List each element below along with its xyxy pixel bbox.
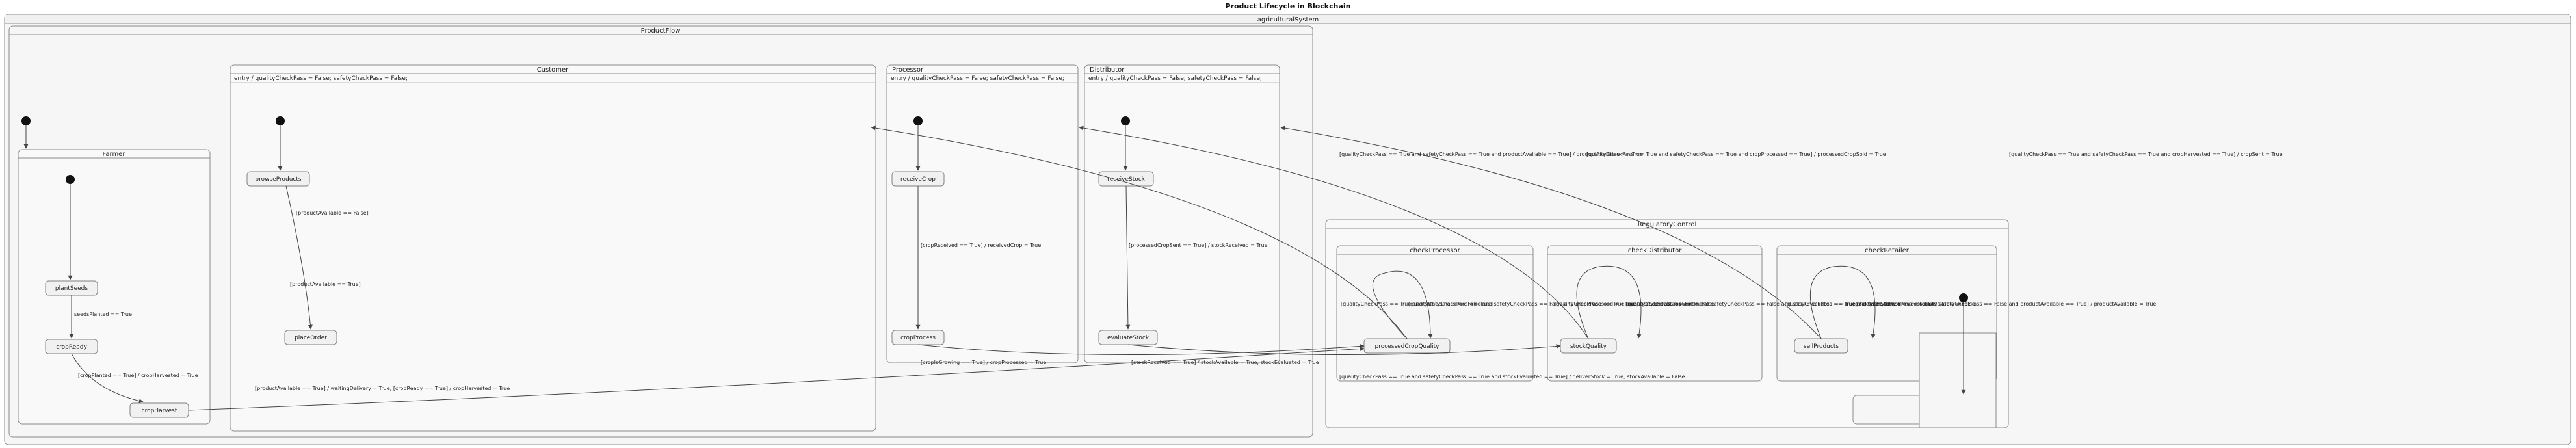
edge-cp-loop bbox=[1372, 270, 1433, 339]
composite-customer: Customer entry / qualityCheckPass = Fals… bbox=[230, 64, 876, 432]
composite-regulatory-control: RegulatoryControl checkProcessor process… bbox=[1325, 219, 2009, 428]
composite-processor-label: Processor bbox=[892, 66, 924, 73]
composite-check-distributor-label: checkDistributor bbox=[1628, 247, 1683, 254]
composite-product-flow-label: ProductFlow bbox=[641, 27, 681, 34]
edge-sell-to-retailer bbox=[1280, 125, 1822, 339]
label-cd-loop-true: [qualityCheckPass == True and safetyChec… bbox=[1554, 301, 1706, 307]
label-product-yes: [productAvailable == True] bbox=[290, 282, 361, 287]
composite-distributor: Distributor entry / qualityCheckPass = F… bbox=[1084, 64, 1280, 363]
distributor-entry-action: entry / qualityCheckPass = False; safety… bbox=[1088, 75, 1262, 82]
label-stock-received: [processedCropSent == True] / stockRecei… bbox=[1129, 243, 1268, 248]
label-harvest: [cropPlanted == True] / cropHarvested = … bbox=[78, 373, 198, 378]
label-to-await: [productAvailable == True] / waitingDeli… bbox=[255, 386, 510, 391]
composite-regulatory-label: RegulatoryControl bbox=[1638, 221, 1696, 228]
edge-process-quality bbox=[917, 343, 1365, 356]
label-processing: [cropIsGrowing == True] / cropProcessed … bbox=[921, 360, 1046, 365]
composite-farmer-label: Farmer bbox=[103, 151, 126, 158]
composite-check-processor bbox=[1336, 245, 1534, 382]
state-evaluate-stock-label: evaluateStock bbox=[1107, 335, 1150, 341]
state-receive-crop-label: receiveCrop bbox=[900, 176, 936, 183]
state-stock-quality-label: stockQuality bbox=[1570, 343, 1607, 350]
state-receive-stock-label: receiveStock bbox=[1107, 176, 1146, 183]
label-stock-evaluated: [stockReceived == True] / stockAvailable… bbox=[1131, 360, 1319, 365]
state-place-order-label: placeOrder bbox=[295, 335, 327, 341]
edge-receive-evaluate bbox=[1125, 185, 1131, 330]
composite-customer-label: Customer bbox=[537, 66, 569, 73]
diagram-title: Product Lifecycle in Blockchain bbox=[1225, 2, 1350, 10]
state-sell-products-label: sellProducts bbox=[1804, 343, 1839, 350]
label-cp-loop-true: [qualityCheckPass == True and safetyChec… bbox=[1341, 301, 1493, 307]
state-browse-products-label: browseProducts bbox=[255, 176, 301, 183]
edge-browse-place bbox=[285, 185, 313, 330]
initial-node-customer bbox=[276, 116, 285, 125]
processor-entry-action: entry / qualityCheckPass = False; safety… bbox=[891, 75, 1064, 82]
label-cr-loop-true: [qualityCheckPass == True and safetyChec… bbox=[1785, 301, 1937, 307]
state-processed-crop-quality-label: processedCropQuality bbox=[1375, 343, 1440, 350]
label-cd-loop-false: [qualityCheckPass == False and safetyChe… bbox=[1625, 301, 1975, 307]
edge-ready-harvest bbox=[71, 353, 144, 404]
edge-quality-to-customer bbox=[871, 125, 1408, 339]
edge-harvest-cropquality bbox=[188, 346, 1365, 411]
composite-processor: Processor entry / qualityCheckPass = Fal… bbox=[886, 64, 1079, 363]
state-place-order bbox=[284, 330, 337, 345]
edge-evaluate-stockquality bbox=[1127, 344, 1561, 355]
label-seeds-planted: seedsPlanted == True bbox=[74, 311, 132, 317]
state-crop-process-label: cropProcess bbox=[900, 335, 936, 341]
customer-entry-action: entry / qualityCheckPass = False; safety… bbox=[234, 75, 408, 82]
edge-cd-loop bbox=[1576, 265, 1642, 339]
label-cp-loop-false: [qualityCheckPass == False and safetyChe… bbox=[1408, 301, 1715, 307]
composite-distributor-label: Distributor bbox=[1090, 66, 1125, 73]
initial-node-productflow bbox=[21, 116, 31, 125]
edge-stock-to-distributor bbox=[1079, 125, 1589, 339]
composite-farmer: Farmer plantSeeds cropReady cropHarvest bbox=[18, 149, 211, 425]
label-mid-long: [qualityCheckPass == True and safetyChec… bbox=[1339, 374, 1685, 380]
initial-node-regulatory bbox=[1959, 293, 1968, 302]
state-plant-seeds-label: plantSeeds bbox=[55, 285, 88, 292]
state-browse-products bbox=[246, 171, 310, 187]
edge-cr-loop bbox=[1809, 265, 1876, 339]
composite-agricultural-label: agriculturalSystem bbox=[1257, 16, 1319, 23]
initial-node-processor bbox=[913, 116, 923, 125]
label-upper-left: [qualityCheckPass == True and safetyChec… bbox=[1339, 152, 1643, 157]
initial-node-distributor bbox=[1121, 116, 1130, 125]
label-crop-received: [cropReceived == True] / receivedCrop = … bbox=[921, 243, 1041, 248]
composite-check-farmer bbox=[1919, 332, 1997, 428]
label-no-product: [productAvailable == False] bbox=[296, 210, 369, 216]
transitions bbox=[23, 125, 1966, 411]
state-crop-harvest-label: cropHarvest bbox=[142, 408, 177, 414]
label-cr-loop-false: [qualityCheckPass == False and safetyChe… bbox=[1853, 301, 2156, 307]
composite-check-processor-label: checkProcessor bbox=[1410, 247, 1460, 254]
label-upper-right: [qualityCheckPass == True and safetyChec… bbox=[2009, 152, 2283, 157]
composite-check-retailer-label: checkRetailer bbox=[1865, 247, 1910, 254]
initial-node-farmer bbox=[66, 175, 75, 184]
label-upper-mid: [qualityCheckPass == True and safetyChec… bbox=[1586, 152, 1886, 157]
state-crop-ready-label: cropReady bbox=[56, 344, 87, 350]
